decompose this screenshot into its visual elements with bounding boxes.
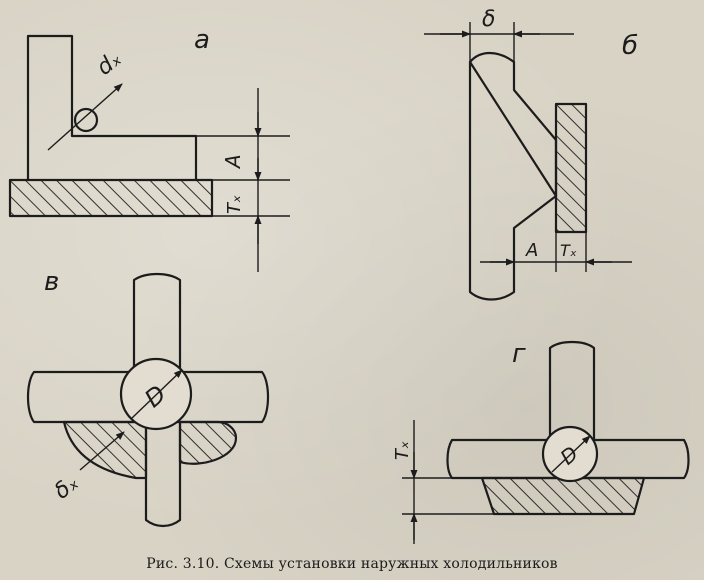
panel-a-dim-t-label: Tₓ (224, 195, 245, 214)
panel-v: в D δₓ (26, 267, 270, 528)
panel-a: а dₓ А Tₓ (8, 25, 290, 272)
panel-a-casting-outline (26, 34, 198, 182)
panel-b-thickness-label: δ (482, 7, 495, 32)
panel-v-rib-top (132, 272, 182, 374)
panel-g-diameter-line (551, 435, 591, 473)
panel-g-dim-t-label: Tₓ (392, 441, 413, 460)
panel-g-rib (548, 340, 596, 442)
panel-b-dim-t-label: Tₓ (560, 241, 577, 260)
panel-v-diameter-line (131, 369, 183, 419)
chill-installation-diagram: а dₓ А Tₓ б δ А (8, 7, 690, 544)
panel-a-dx-label: dₓ (92, 46, 126, 80)
figure-caption: Рис. 3.10. Схемы установки наружных холо… (146, 556, 558, 572)
panel-b-dim-a-label: А (525, 240, 538, 261)
panel-v-plate (26, 370, 270, 424)
panel-g-plate (446, 438, 690, 480)
panel-b-chill-plate (554, 102, 588, 234)
panel-v-dx-label: δₓ (50, 470, 84, 504)
panel-a-dx-leader (47, 83, 123, 151)
panel-b-letter: б (622, 31, 638, 61)
panel-a-dim-a-label: А (221, 154, 245, 170)
panel-a-letter: а (194, 25, 210, 55)
panel-a-chill-plate (8, 178, 214, 218)
panel-b-casting-outline (468, 51, 558, 301)
panel-g-letter: г (512, 339, 526, 369)
panel-b: б δ А Tₓ (424, 7, 638, 301)
panel-g-chill (480, 476, 646, 516)
panel-v-rib-bottom (144, 420, 182, 528)
panel-v-chill-left (62, 420, 148, 480)
panel-v-chill-right (178, 420, 238, 465)
panel-g: г D Tₓ (392, 339, 690, 544)
panel-v-dx-leader (79, 431, 125, 471)
panel-a-chill-rod (73, 107, 99, 133)
panel-v-letter: в (44, 267, 59, 297)
